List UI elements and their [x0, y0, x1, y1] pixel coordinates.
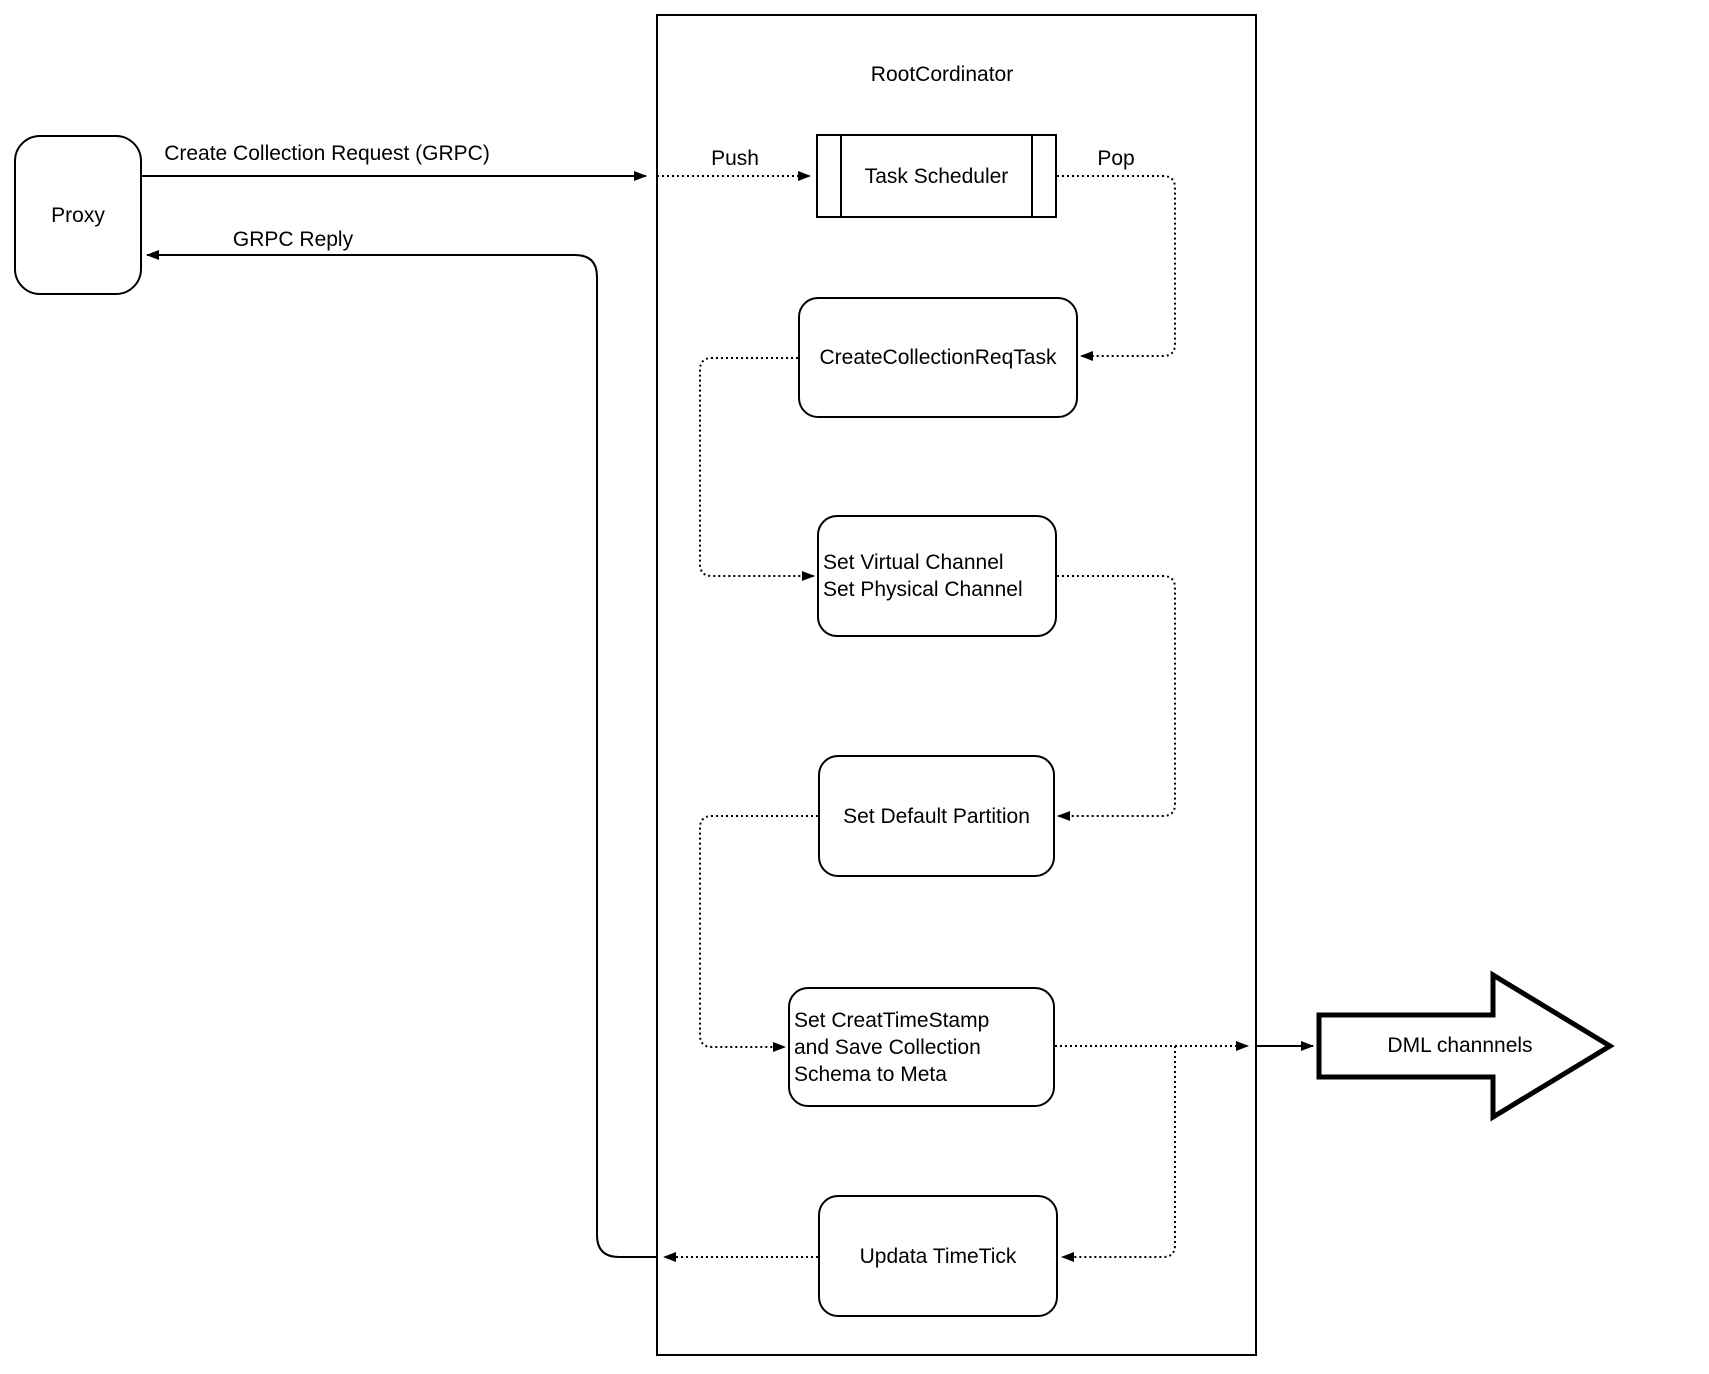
- push-label: Push: [711, 147, 759, 170]
- set-timestamp-label: Set CreatTimeStamp and Save Collection S…: [794, 1008, 990, 1086]
- set-channels-label: Set Virtual Channel Set Physical Channel: [823, 551, 1023, 601]
- create-collection-req-task-label: CreateCollectionReqTask: [819, 346, 1057, 369]
- rootcoordinator-title: RootCordinator: [870, 63, 1014, 86]
- grpc-reply-arrow: [146, 250, 657, 1258]
- setchannels-to-defaultpartition-arrow: [1057, 575, 1176, 821]
- set-timestamp-node: Set CreatTimeStamp and Save Collection S…: [788, 987, 1055, 1107]
- set-default-partition-label: Set Default Partition: [843, 804, 1030, 828]
- pop-arrow: [1057, 175, 1176, 361]
- rootcoordinator-container-border: [656, 14, 1257, 1356]
- updata-timetick-node: Updata TimeTick: [818, 1195, 1058, 1317]
- dml-channels-label: DML channnels: [1387, 1034, 1533, 1057]
- task-scheduler-right-bar: [1031, 136, 1033, 216]
- set-channels-node: Set Virtual Channel Set Physical Channel: [817, 515, 1057, 637]
- task-scheduler-label: Task Scheduler: [864, 164, 1009, 188]
- pop-label: Pop: [1097, 147, 1135, 170]
- dml-channels-block-arrow: [1316, 970, 1615, 1122]
- updata-timetick-label: Updata TimeTick: [859, 1244, 1017, 1268]
- set-default-partition-node: Set Default Partition: [818, 755, 1055, 877]
- grpc-reply-label: GRPC Reply: [232, 228, 354, 251]
- proxy-node: Proxy: [14, 135, 142, 295]
- task-scheduler-left-bar: [840, 136, 842, 216]
- create-collection-request-label: Create Collection Request (GRPC): [164, 142, 490, 165]
- create-collection-req-task-node: CreateCollectionReqTask: [798, 297, 1078, 418]
- reqtask-to-setchannels-arrow: [699, 357, 815, 581]
- defaultpartition-to-timestamp-arrow: [699, 815, 818, 1052]
- timestamp-to-updatetick-arrow: [1061, 1046, 1176, 1262]
- task-scheduler-node: Task Scheduler: [816, 134, 1057, 218]
- proxy-label: Proxy: [51, 203, 105, 227]
